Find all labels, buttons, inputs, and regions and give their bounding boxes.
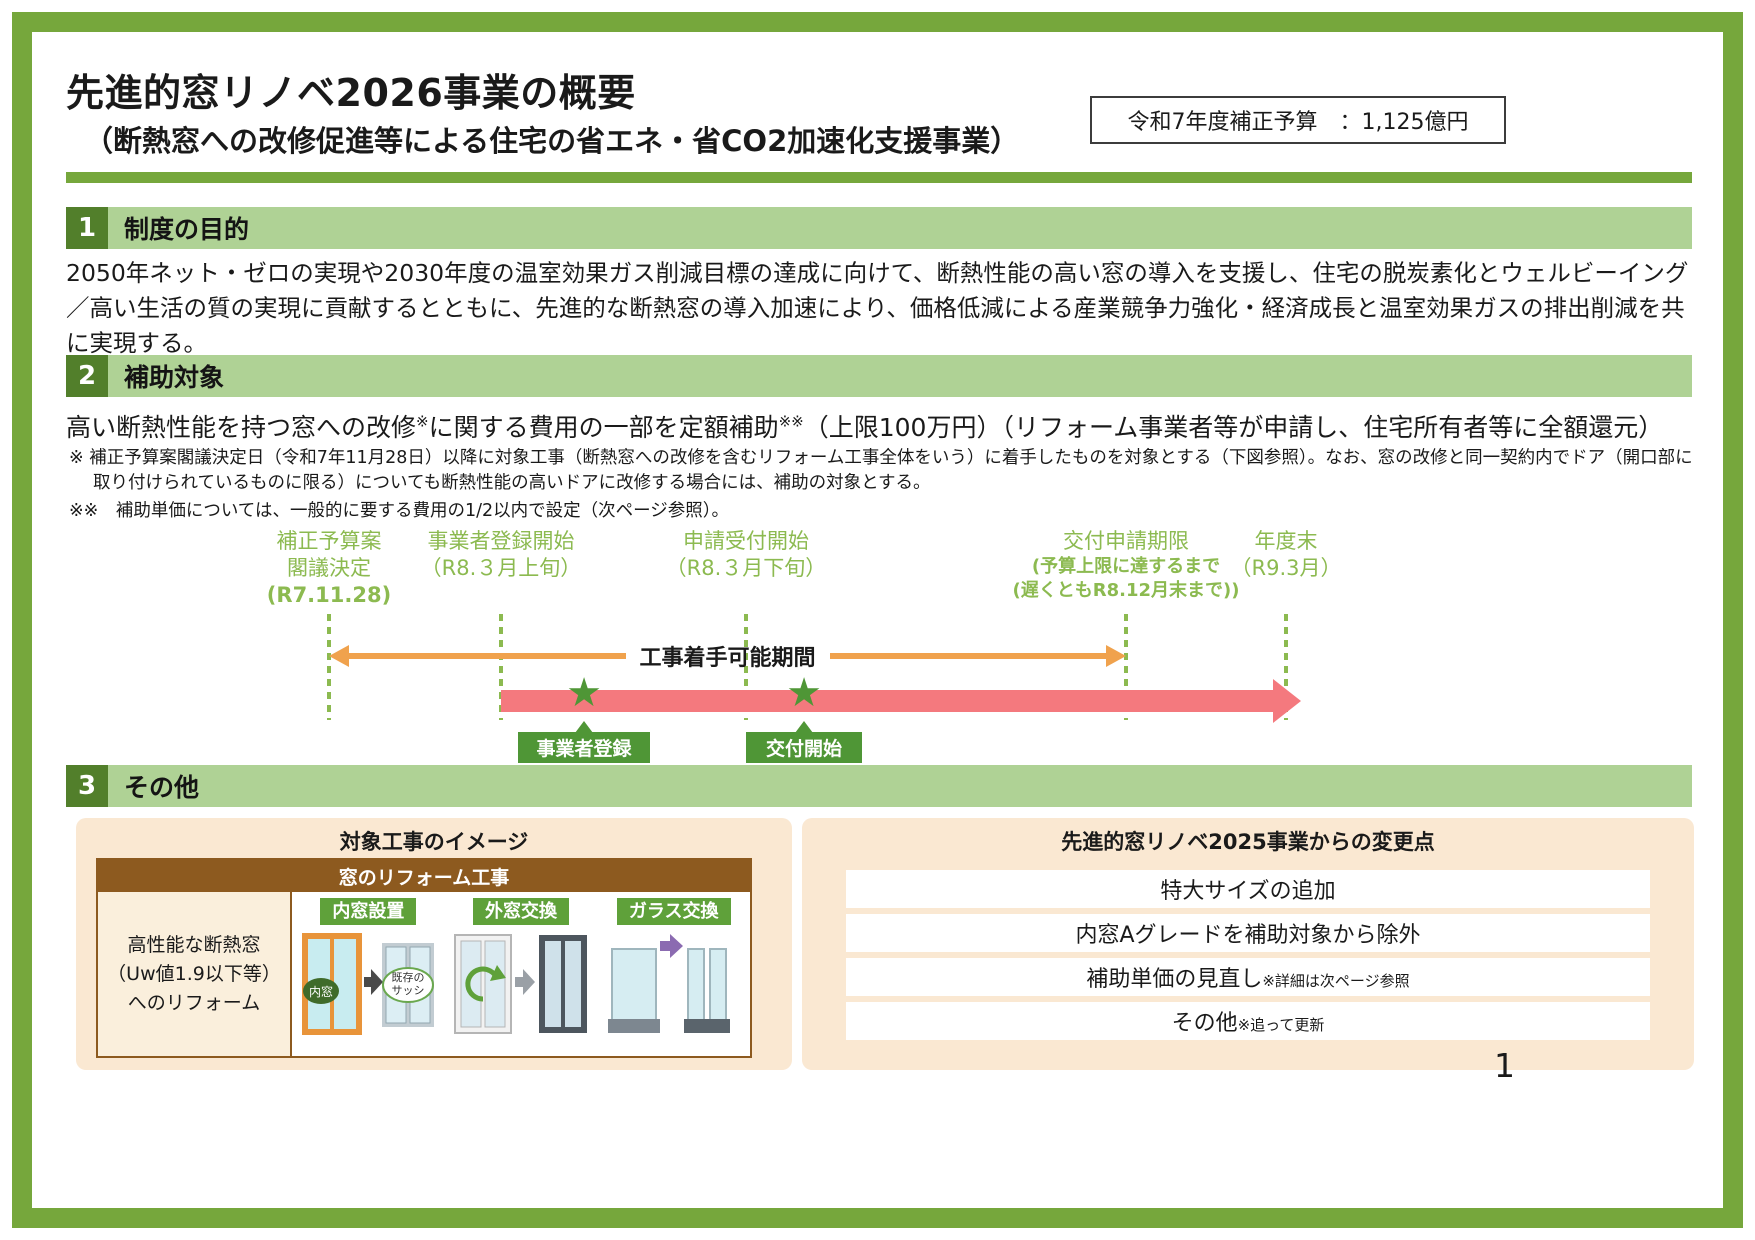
milestone-application-start: 申請受付開始 （R8.３月下旬） (636, 528, 856, 582)
construction-period-arrow: 工事着手可能期間 (329, 641, 1127, 671)
tag-contractor-registration: 事業者登録 (518, 732, 650, 763)
milestone-grant-deadline: 交付申請期限 (予算上限に達するまで (遅くともR8.12月末まで)) (976, 528, 1276, 603)
milestone-fiscal-year-end: 年度末 （R9.3月） (1206, 528, 1366, 582)
section3-title: その他 (108, 765, 1692, 807)
arrow-line (349, 653, 626, 659)
glass-replace-illustration (607, 934, 730, 1033)
milestone-line: 交付申請期限 (1063, 529, 1189, 553)
page-content: 先進的窓リノベ2026事業の概要 （断熱窓への改修促進等による住宅の省エネ・省C… (32, 32, 1723, 1208)
label-line: へのリフォーム (127, 991, 261, 1014)
work-type-outer-window: 外窓交換 (445, 892, 598, 1056)
timeline-dotted-line (744, 614, 748, 720)
footnote-marker: ※ (416, 412, 429, 431)
milestone-date: （R8.３月上旬） (420, 556, 582, 580)
section1-body-text: 2050年ネット・ゼロの実現や2030年度の温室効果ガス削減目標の達成に向けて、… (66, 259, 1689, 357)
existing-sash-callout: 既存の (392, 970, 425, 984)
changes-list: 特大サイズの追加 内窓Aグレードを補助対象から除外 補助単価の見直し※詳細は次ペ… (846, 870, 1650, 1046)
tag-pointer-icon (575, 721, 593, 733)
schedule-timeline: 補正予算案 閣議決定 (R7.11.28) 事業者登録開始 （R8.３月上旬） … (66, 528, 1694, 766)
window-reform-table: 窓のリフォーム工事 高性能な断熱窓 （Uw値1.9以下等） へのリフォーム 内窓… (96, 858, 752, 1058)
changes-panel: 先進的窓リノベ2025事業からの変更点 特大サイズの追加 内窓Aグレードを補助対… (802, 818, 1694, 1070)
timeline-dotted-line (1284, 614, 1288, 720)
page-border-frame (12, 12, 1743, 1228)
milestone-line: (遅くともR8.12月末まで)) (1012, 580, 1240, 601)
section3-number-badge: 3 (66, 765, 108, 807)
list-item-text: その他 (1171, 1011, 1238, 1036)
page-number: 1 (1494, 1046, 1515, 1085)
work-type-label: ガラス交換 (616, 898, 731, 925)
label-line: 高性能な断熱窓 (127, 933, 261, 956)
inner-window-install-illustration: 内窓 既存の サッシ (302, 933, 435, 1035)
changes-panel-title: 先進的窓リノベ2025事業からの変更点 (1061, 830, 1435, 854)
milestone-line: (予算上限に達するまで (1031, 556, 1221, 577)
tag-pointer-icon (795, 721, 813, 733)
section2-footnote-1: ※ 補正予算案閣議決定日（令和7年11月28日）以降に対象工事（断熱窓への改修を… (69, 448, 1693, 493)
timeline-dotted-line (1124, 614, 1128, 720)
document-title: 先進的窓リノベ2026事業の概要 (66, 71, 636, 115)
lead-text-part: 高い断熱性能を持つ窓への改修 (66, 413, 417, 442)
label-line: （Uw値1.9以下等） (107, 962, 281, 985)
section1-header: 1 制度の目的 (66, 207, 1692, 249)
milestone-line: 補正予算案 (276, 529, 382, 553)
window-reform-table-header: 窓のリフォーム工事 (98, 860, 750, 892)
section3-header: 3 その他 (66, 765, 1692, 807)
work-type-columns: 内窓設置 内窓 既存の (292, 892, 750, 1056)
lead-text-part: （上限100万円）（リフォーム事業者等が申請し、住宅所有者等に全額還元） (803, 413, 1664, 442)
star-icon (562, 672, 606, 714)
document-subtitle: （断熱窓への改修促進等による住宅の省エネ・省CO2加速化支援事業） (84, 124, 1020, 158)
section1-number-badge: 1 (66, 207, 108, 249)
target-work-panel-title: 対象工事のイメージ (339, 830, 529, 854)
milestone-contractor-registration-start: 事業者登録開始 （R8.３月上旬） (391, 528, 611, 582)
inner-window-callout: 内窓 (309, 984, 333, 999)
list-item-note: ※追って更新 (1237, 1015, 1325, 1034)
milestone-cabinet-decision: 補正予算案 閣議決定 (R7.11.28) (209, 528, 449, 609)
work-type-label: 内窓設置 (320, 898, 417, 925)
section2-number-badge: 2 (66, 355, 108, 397)
timeline-dotted-line (499, 614, 503, 720)
budget-box: 令和7年度補正予算 ：1,125億円 (1090, 96, 1506, 144)
section1-title: 制度の目的 (108, 207, 1692, 249)
list-item-note: ※詳細は次ページ参照 (1262, 971, 1410, 990)
target-work-panel: 対象工事のイメージ 窓のリフォーム工事 高性能な断熱窓 （Uw値1.9以下等） … (76, 818, 792, 1070)
arrow-right-head-icon (1106, 645, 1127, 667)
header-divider (66, 172, 1692, 183)
list-item: 特大サイズの追加 (846, 870, 1650, 908)
work-type-label: 外窓交換 (473, 898, 569, 925)
window-reform-table-body: 高性能な断熱窓 （Uw値1.9以下等） へのリフォーム 内窓設置 (98, 892, 750, 1056)
tag-grant-start: 交付開始 (746, 732, 862, 763)
high-performance-window-label: 高性能な断熱窓 （Uw値1.9以下等） へのリフォーム (98, 892, 292, 1056)
list-item-text: 特大サイズの追加 (1160, 879, 1336, 904)
star-icon (782, 672, 826, 714)
list-item: 補助単価の見直し※詳細は次ページ参照 (846, 958, 1650, 996)
milestone-date: （R9.3月） (1230, 556, 1342, 580)
section2-header: 2 補助対象 (66, 355, 1692, 397)
arrow-left-head-icon (329, 645, 349, 667)
section2-footnote-2: ※※ 補助単価については、一般的に要する費用の1/2以内で設定（次ページ参照）。 (69, 501, 730, 521)
list-item-text: 内窓Aグレードを補助対象から除外 (1075, 923, 1421, 948)
list-item: その他※追って更新 (846, 1002, 1650, 1040)
construction-period-label: 工事着手可能期間 (639, 646, 816, 671)
work-type-inner-window: 内窓設置 内窓 既存の (292, 892, 445, 1056)
lead-text-part: に関する費用の一部を定額補助 (428, 413, 779, 442)
milestone-line: 年度末 (1254, 529, 1318, 553)
outer-window-replace-illustration (454, 934, 587, 1034)
milestone-line: 事業者登録開始 (427, 529, 575, 553)
milestone-line: 申請受付開始 (683, 529, 809, 553)
arrow-line (829, 653, 1107, 659)
milestone-date: （R8.３月下旬） (665, 556, 827, 580)
section2-lead-text: 高い断熱性能を持つ窓への改修※に関する費用の一部を定額補助※※（上限100万円）… (66, 408, 1694, 444)
work-type-glass: ガラス交換 (597, 892, 750, 1056)
footnote-marker: ※※ (778, 412, 804, 431)
milestone-date: (R7.11.28) (266, 583, 392, 607)
section2-title: 補助対象 (108, 355, 1692, 397)
list-item-text: 補助単価の見直し (1086, 967, 1263, 992)
milestone-line: 閣議決定 (287, 556, 371, 580)
program-period-arrow-head-icon (1273, 679, 1301, 723)
existing-sash-callout: サッシ (392, 984, 425, 997)
list-item: 内窓Aグレードを補助対象から除外 (846, 914, 1650, 952)
program-period-arrow (501, 690, 1273, 712)
timeline-dotted-line (327, 614, 331, 720)
